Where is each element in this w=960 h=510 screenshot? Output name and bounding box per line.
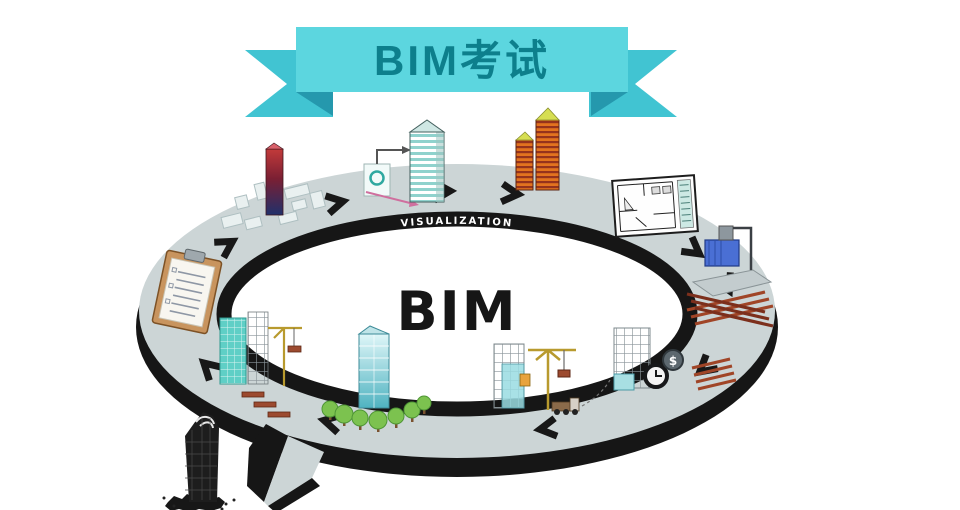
tail-underside-dark: [268, 478, 320, 510]
cost-schedule-icon: $: [613, 327, 737, 391]
ring-tail-arrow: [247, 424, 324, 510]
chevron-icon: [198, 358, 223, 382]
crane-icon: [268, 326, 302, 386]
truck-icon: [551, 397, 580, 415]
chevron-icon: [324, 192, 350, 217]
rebar-stack-icon: [241, 391, 291, 418]
ribbon-fold-left: [296, 92, 333, 116]
ribbon-body: [296, 27, 628, 92]
ribbon-fold-right: [591, 92, 628, 116]
ring-inner-edge: [216, 211, 698, 417]
construction-site-icon: [493, 343, 611, 415]
banner-ribbon: BIM考试: [245, 27, 677, 117]
clipboard-icon: [151, 248, 223, 335]
demolition-sketch-icon: [162, 412, 236, 510]
floor-plan-icon: [611, 174, 699, 238]
rebar-stack-icon: [691, 357, 737, 391]
clock-icon: [643, 363, 669, 389]
chevron-icon: [532, 415, 559, 440]
tower-crane-icon: [528, 348, 576, 410]
dollar-sign: $: [669, 354, 677, 368]
chevron-icon: [680, 235, 706, 259]
massing-model-icon: [220, 142, 326, 231]
dollar-coin-icon: $: [662, 349, 684, 371]
tail-head-grey: [264, 436, 324, 506]
chevron-icon: [499, 181, 526, 206]
completed-building-icon: [321, 325, 432, 432]
tree-icon: [321, 395, 432, 432]
chevron-icon: [214, 237, 239, 260]
lifecycle-ring: VISUALIZATION BIM: [136, 164, 778, 477]
tail-edge-dark: [247, 424, 288, 502]
banner-title: BIM考试: [374, 37, 550, 84]
energy-towers-icon: [514, 107, 560, 191]
assembly-building-icon: [219, 311, 302, 418]
svg-text:VISUALIZATION: VISUALIZATION: [400, 216, 513, 230]
fabrication-machine-icon: [691, 225, 773, 297]
steel-bars-icon: [686, 290, 774, 328]
analysis-highrise-icon: [363, 119, 446, 207]
ring-center-label: BIM: [397, 280, 518, 343]
ring-band-label: VISUALIZATION: [400, 216, 511, 230]
